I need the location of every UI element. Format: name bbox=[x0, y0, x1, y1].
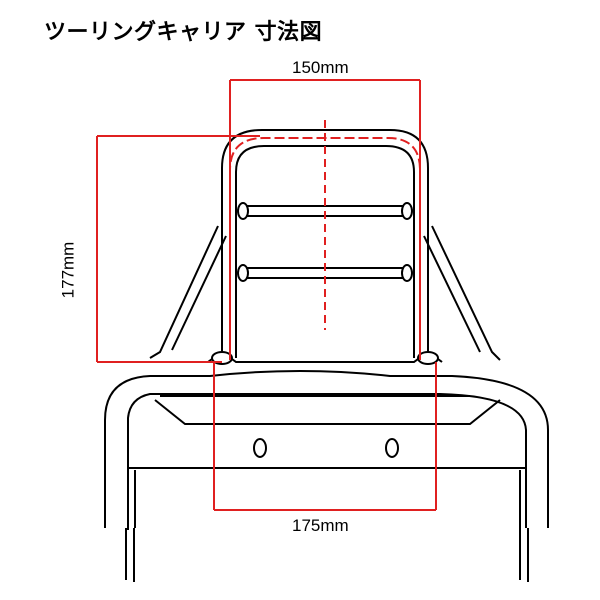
dimension-lines bbox=[96, 79, 437, 511]
dimension-label-left: 177mm bbox=[58, 241, 78, 299]
bolt-hole-right bbox=[385, 438, 399, 458]
carrier-outline bbox=[104, 129, 549, 582]
diagram-title: ツーリングキャリア 寸法図 bbox=[44, 20, 323, 45]
bolt-hole-left bbox=[253, 438, 267, 458]
dim-extension-bottom bbox=[213, 362, 437, 510]
dimension-label-top: 150mm bbox=[292, 58, 349, 77]
dim-extension-left bbox=[97, 135, 260, 363]
crossbar-knobs bbox=[211, 202, 439, 365]
dimension-label-bottom: 175mm bbox=[292, 516, 349, 535]
mounting-bolt-holes bbox=[253, 438, 399, 458]
